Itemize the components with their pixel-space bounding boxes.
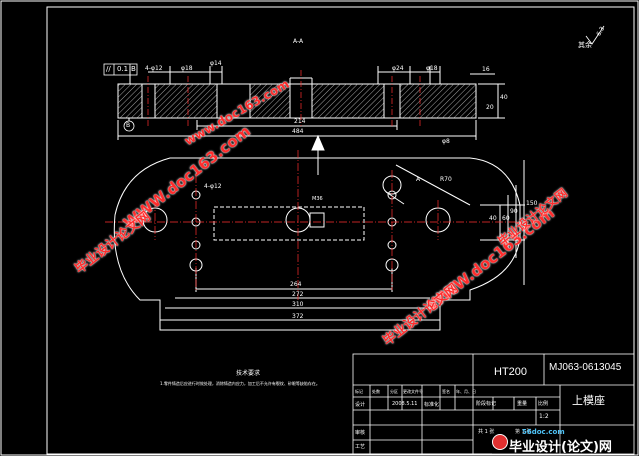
section-centerlines bbox=[147, 70, 421, 126]
hole-spec-1: 4-φ12 bbox=[145, 65, 163, 72]
tech-req-line1: 1.零件铸造后应进行时效处理，消除铸造内应力，加工后不允许有裂纹、砂眼等缺陷存在… bbox=[160, 381, 320, 386]
footer-logo-site: 56doc.com bbox=[522, 428, 565, 436]
dim-tr: φ8 bbox=[442, 138, 450, 145]
center-square bbox=[309, 212, 325, 228]
dim-310: 310 bbox=[292, 301, 304, 308]
tb-scale-label: 比例 bbox=[538, 401, 549, 407]
section-view bbox=[117, 66, 505, 140]
section-hatch-l2 bbox=[155, 84, 217, 118]
view-a-label: A bbox=[416, 176, 421, 183]
section-hatch-mid2 bbox=[312, 84, 384, 118]
dim-40: 40 bbox=[489, 215, 497, 222]
tb-change-no: 更改文件号 bbox=[403, 389, 423, 394]
tb-mark: 标记 bbox=[355, 389, 363, 394]
dim-214: 214 bbox=[294, 118, 306, 125]
view-arrow-a bbox=[311, 134, 325, 175]
tb-sign: 签名 bbox=[442, 389, 450, 394]
hole-spec-top: φ18 bbox=[181, 65, 193, 72]
dim-left-small: φ14 bbox=[210, 60, 222, 67]
roughness-note: 其余 bbox=[578, 41, 592, 49]
tb-standard: 标准化 bbox=[424, 402, 440, 408]
datum-b-label: B bbox=[126, 122, 131, 129]
dim-right-small: φ18 bbox=[426, 65, 438, 72]
tb-sheet-no: 第 1 张 bbox=[515, 429, 532, 435]
tb-process: 工艺 bbox=[355, 444, 366, 450]
tb-weight-label: 重量 bbox=[517, 401, 528, 407]
hole-spec-2: 4-φ12 bbox=[204, 183, 222, 190]
plan-view bbox=[113, 157, 525, 331]
footer-logo: 56doc.com 毕业设计(论文)网 bbox=[492, 428, 637, 455]
dim-272: 272 bbox=[292, 291, 304, 298]
dim-90: 90 bbox=[510, 208, 518, 215]
tb-approve: 审核 bbox=[355, 430, 366, 436]
footer-logo-text: 毕业设计(论文)网 bbox=[509, 440, 612, 455]
fcf-datum: B bbox=[131, 65, 136, 73]
dim-height-1: 40 bbox=[500, 94, 508, 101]
section-label: A-A bbox=[293, 38, 304, 45]
section-hatch-left bbox=[118, 84, 142, 118]
section-hatch-mid bbox=[250, 84, 290, 118]
tb-date: 2008.5.11 bbox=[392, 401, 418, 407]
tb-count: 处数 bbox=[372, 389, 380, 394]
roughness-symbol bbox=[585, 25, 605, 45]
tb-ymd: 年、月、日 bbox=[456, 389, 476, 394]
title-block bbox=[352, 353, 635, 455]
section-hatch-right bbox=[400, 84, 476, 118]
tb-material: HT200 bbox=[494, 366, 528, 378]
dim-60: 60 bbox=[502, 215, 510, 222]
dim-right-side: 16 bbox=[482, 66, 490, 73]
dim-mid-small: φ24 bbox=[392, 65, 404, 72]
tech-req-title: 技术要求 bbox=[236, 370, 261, 377]
plan-centerlines bbox=[105, 150, 530, 300]
tb-scale-value: 1:2 bbox=[539, 413, 549, 420]
tb-part-name: 上模座 bbox=[572, 394, 605, 407]
sheet-inner-border bbox=[46, 6, 635, 455]
dim-264: 264 bbox=[290, 281, 302, 288]
boss-dim: M36 bbox=[312, 196, 323, 202]
footer-logo-icon bbox=[492, 434, 508, 450]
dim-372: 372 bbox=[292, 313, 304, 320]
tb-sheet: 共 1 张 bbox=[478, 429, 495, 435]
dim-height-2: 20 bbox=[486, 104, 494, 111]
dim-r70: R70 bbox=[440, 176, 452, 183]
fcf-tol: 0.1 bbox=[117, 65, 129, 73]
center-slot bbox=[213, 206, 365, 241]
feature-control-frame bbox=[103, 63, 138, 76]
tb-drawing-no: MJ063-0613045 bbox=[549, 362, 622, 373]
tb-zone: 分区 bbox=[390, 389, 398, 394]
tb-stage-label: 阶段标记 bbox=[476, 401, 497, 407]
fcf-symbol: // bbox=[106, 65, 111, 73]
tb-designer: 设计 bbox=[355, 402, 366, 408]
dim-150: 150 bbox=[526, 200, 538, 207]
dim-484: 484 bbox=[292, 128, 304, 135]
